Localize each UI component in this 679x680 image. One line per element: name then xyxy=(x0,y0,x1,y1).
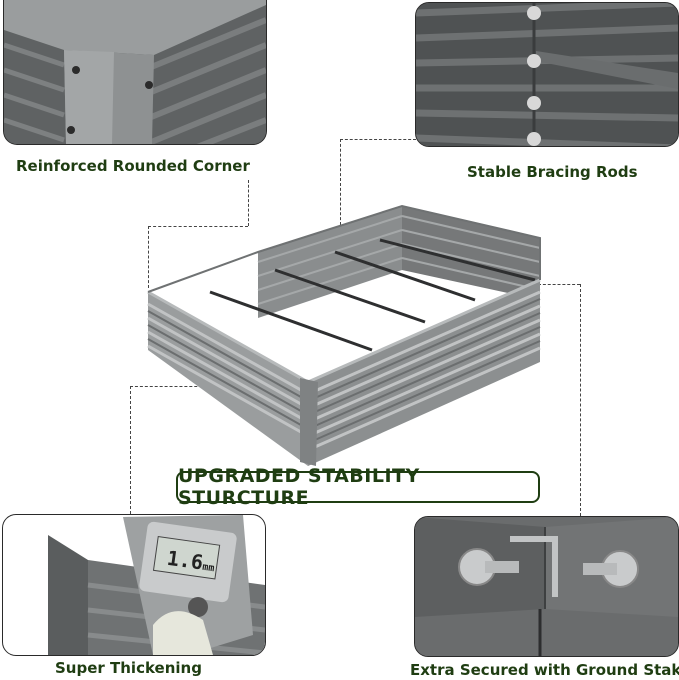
caliper-illustration xyxy=(3,515,265,655)
corner-caption: Reinforced Rounded Corner xyxy=(16,157,250,175)
stakes-detail-photo xyxy=(414,516,679,657)
thickness-caption: Super Thickening xyxy=(55,659,202,677)
thickness-detail-photo: 1.6mm xyxy=(2,514,266,656)
corner-detail-photo xyxy=(3,0,267,145)
bracing-callout-line xyxy=(340,139,416,140)
stakes-caption: Extra Secured with Ground Stakes xyxy=(410,661,679,679)
bracing-callout-line-v xyxy=(340,139,341,225)
bracing-illustration xyxy=(416,3,678,146)
hardware-illustration xyxy=(415,517,678,656)
bracing-caption: Stable Bracing Rods xyxy=(467,163,638,181)
gauge-unit: mm xyxy=(201,561,216,575)
stakes-callout-line xyxy=(538,284,580,285)
bracing-detail-photo xyxy=(415,2,679,147)
gauge-value: 1.6 xyxy=(165,545,205,575)
corner-callout-line-v xyxy=(148,226,149,288)
headline-banner: UPGRADED STABILITY STURCTURE xyxy=(176,465,540,509)
corner-callout-line-h xyxy=(148,226,248,227)
corner-illustration xyxy=(4,0,266,144)
raised-bed-product xyxy=(147,204,541,466)
thickness-callout-line-v xyxy=(130,386,131,514)
corner-callout-line xyxy=(248,180,249,226)
stakes-callout-line-v xyxy=(580,284,581,516)
